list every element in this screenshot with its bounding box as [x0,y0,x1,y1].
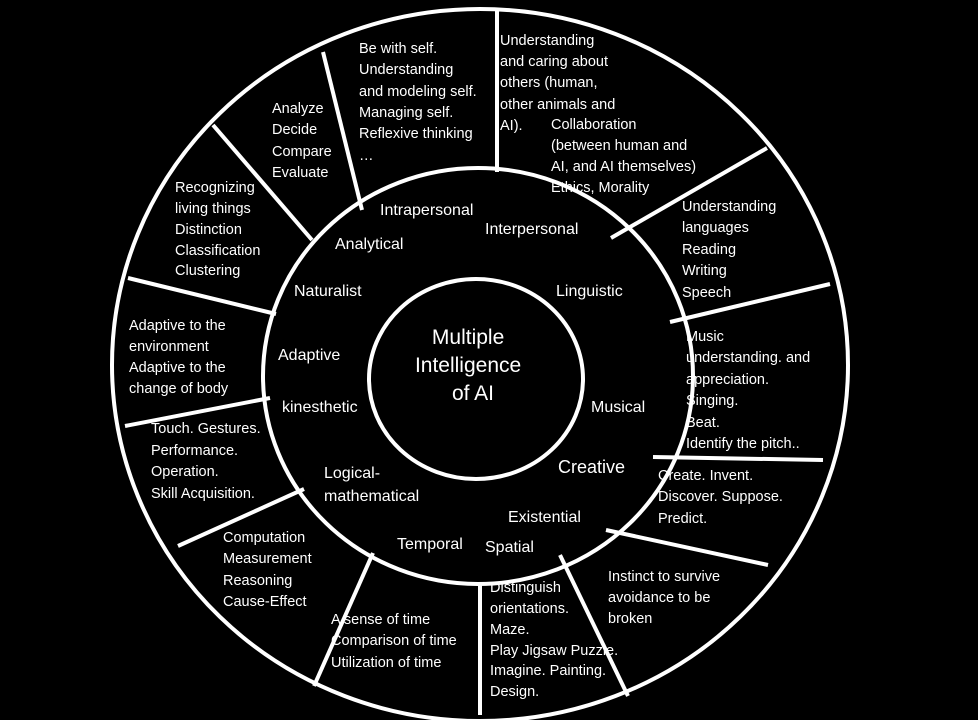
descriptions: Be with self. Understanding and modeling… [129,33,814,700]
desc-logical-mathematical: Computation Measurement Reasoning Cause-… [223,530,316,610]
divider-line [312,552,375,687]
divider-line [652,455,824,462]
category-musical: Musical [591,399,645,416]
category-interpersonal: Interpersonal [485,221,578,238]
desc-spatial: Distinguish orientations. Maze. Play Jig… [490,580,622,700]
category-linguistic: Linguistic [556,283,623,300]
desc-intrapersonal: Be with self. Understanding and modeling… [359,41,481,164]
category-adaptive: Adaptive [278,347,340,364]
category-naturalist: Naturalist [294,283,362,300]
divider-line [558,554,630,697]
desc-analytical: Analyze Decide Compare Evaluate [272,101,336,181]
divider-line [211,123,314,242]
desc-temporal: A sense of time Comparison of time Utili… [331,612,461,671]
category-kinesthetic: kinesthetic [282,399,358,416]
category-creative: Creative [558,457,625,477]
desc-collaboration: Collaboration (between human and AI, and… [551,117,700,196]
category-labels: Intrapersonal Interpersonal Analytical L… [278,202,645,556]
category-spatial: Spatial [485,539,534,556]
divider-line [669,282,831,324]
desc-kinesthetic: Touch. Gestures. Performance. Operation.… [151,421,265,502]
desc-naturalist: Recognizing living things Distinction Cl… [175,180,264,279]
segment-dividers [124,10,831,715]
divider-line [124,396,271,428]
desc-linguistic: Understanding languages Reading Writing … [682,199,780,301]
category-existential: Existential [508,509,581,526]
category-intrapersonal: Intrapersonal [380,202,473,219]
divider-line [127,276,277,316]
desc-existential: Instinct to survive avoidance to be brok… [608,569,724,627]
category-logical-mathematical: Logical- mathematical [324,465,419,505]
divider-line [605,528,769,567]
desc-adaptive: Adaptive to the environment Adaptive to … [129,318,230,397]
desc-creative: Create. Invent. Discover. Suppose. Predi… [658,468,787,527]
divider-line [177,487,305,548]
desc-interpersonal: Understanding and caring about others (h… [500,33,619,134]
center-title: Multiple Intelligence of AI [415,326,527,405]
divider-line [610,146,768,240]
outer-ring [110,7,850,720]
category-temporal: Temporal [397,536,463,553]
inner-ring [367,277,585,481]
category-analytical: Analytical [335,236,403,253]
divider-line [321,51,364,211]
desc-musical: Music understanding. and appreciation. S… [686,329,814,452]
